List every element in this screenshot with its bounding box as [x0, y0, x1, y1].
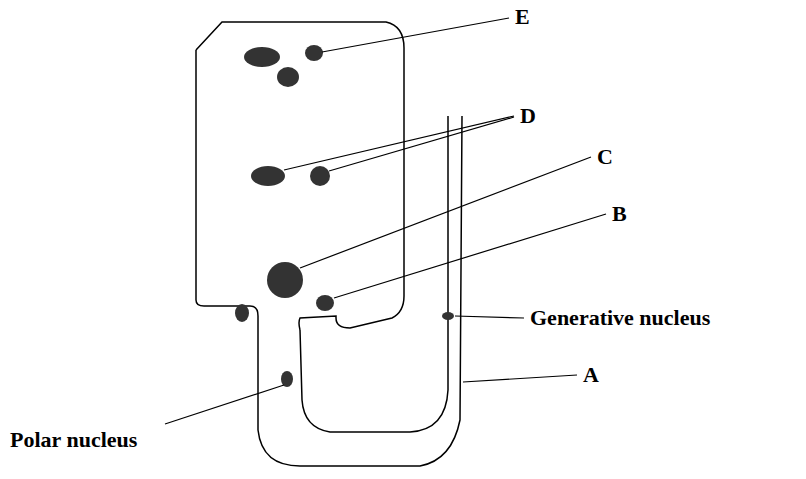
egg-nucleus	[267, 262, 303, 298]
part-label: C	[597, 144, 613, 170]
synergid-nucleus	[316, 295, 334, 311]
synergid-nucleus	[235, 304, 249, 322]
leader-line	[284, 116, 514, 170]
generative-nucleus	[442, 312, 454, 320]
leader-line	[165, 385, 284, 424]
leader-line	[322, 18, 509, 52]
nucleus	[277, 67, 299, 87]
polar-nucleus	[281, 371, 293, 387]
leader-line	[463, 375, 577, 382]
nucleus	[251, 166, 285, 186]
part-label: Generative nucleus	[530, 305, 710, 331]
embryo-sac-left-wall	[196, 50, 462, 466]
part-label: B	[612, 201, 627, 227]
part-label: A	[583, 362, 599, 388]
pollen-tube-inner-wall	[300, 116, 448, 432]
embryo-sac-outline	[196, 22, 404, 330]
nucleus	[244, 47, 280, 67]
leader-line	[334, 214, 606, 298]
part-label: D	[520, 103, 536, 129]
nucleus	[310, 166, 330, 186]
leader-line	[329, 117, 514, 171]
nucleus	[305, 45, 323, 61]
part-label: E	[515, 4, 530, 30]
leader-line	[300, 157, 591, 268]
leader-line	[455, 316, 524, 318]
part-label: Polar nucleus	[10, 427, 137, 453]
